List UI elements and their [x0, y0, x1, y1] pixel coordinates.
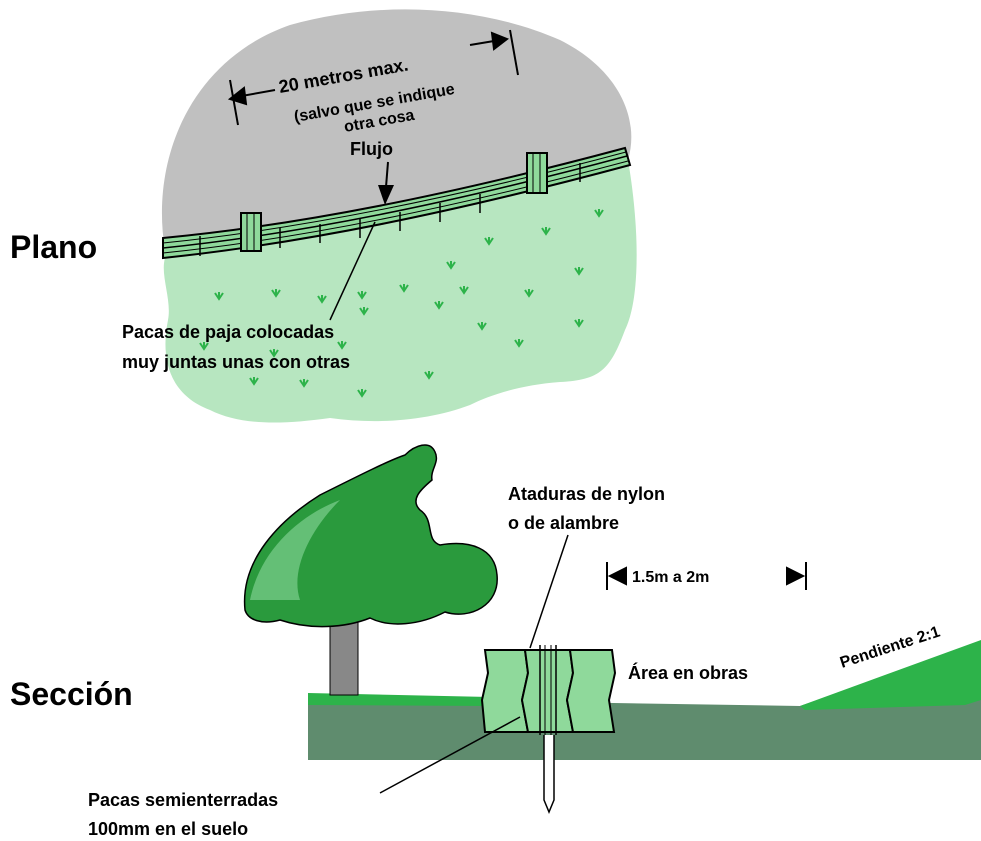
section-view: Ataduras de nylon o de alambre 1.5m a 2m…	[10, 444, 981, 839]
spacing-dimension	[606, 562, 807, 590]
ties-label-line-1: Ataduras de nylon	[508, 484, 665, 504]
bale-right	[565, 649, 617, 733]
stake-post	[240, 212, 262, 252]
downslope-area	[163, 160, 637, 423]
bale-left	[480, 649, 530, 733]
bales-label-line-2: muy juntas unas con otras	[122, 352, 350, 372]
ground-surface-grass	[308, 693, 490, 706]
tree-canopy	[243, 444, 498, 628]
bales-leader-line	[329, 221, 376, 321]
flow-label: Flujo	[350, 139, 393, 159]
tree	[243, 444, 498, 696]
stake	[543, 735, 555, 814]
section-bales	[480, 645, 617, 814]
ground-mass	[308, 645, 981, 760]
slope-grass	[800, 640, 981, 710]
ties-leader-line	[529, 534, 569, 649]
ties-label-line-2: o de alambre	[508, 513, 619, 533]
bales-label-line-1: Pacas de paja colocadas	[122, 322, 334, 342]
dimension-line	[227, 29, 519, 126]
plan-view: 20 metros max. (salvo que se indique otr…	[10, 9, 637, 423]
spacing-label: 1.5m a 2m	[632, 569, 709, 586]
section-title: Sección	[10, 676, 133, 712]
buried-leader-line	[379, 716, 521, 794]
straw-bale-line	[162, 146, 632, 260]
upslope-area	[161, 9, 632, 250]
buried-label-line-2: 100mm en el suelo	[88, 819, 248, 839]
stake-post	[526, 152, 548, 194]
plan-title: Plano	[10, 229, 97, 265]
grass-tufts	[199, 209, 604, 398]
buried-label-line-1: Pacas semienterradas	[88, 790, 278, 810]
flow-arrow	[378, 161, 394, 205]
bale-center	[520, 649, 575, 733]
work-area-label: Área en obras	[628, 662, 748, 683]
